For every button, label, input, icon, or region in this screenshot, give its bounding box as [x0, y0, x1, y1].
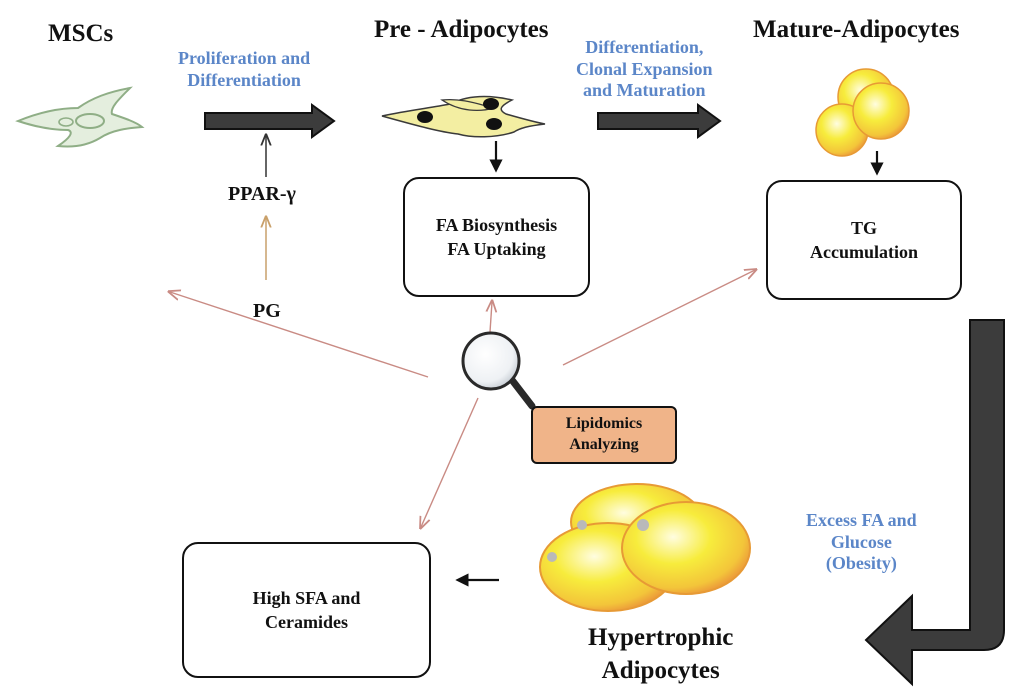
differentiation-line-3: and Maturation	[583, 80, 706, 101]
lens-to-sfa-arrow	[421, 397, 479, 527]
tg-box-line-1: TG	[850, 217, 877, 238]
differentiation-label: Differentiation, Clonal Expansion and Ma…	[576, 37, 713, 102]
lens-to-tg-arrow	[562, 270, 755, 366]
tg-box: TG Accumulation	[766, 180, 962, 300]
obesity-arrow	[864, 319, 1005, 687]
fa-box: FA Biosynthesis FA Uptaking	[403, 177, 590, 297]
proliferation-label: Proliferation and Differentiation	[178, 48, 310, 91]
differentiation-line-2: Clonal Expansion	[576, 58, 713, 79]
excess-line-3: (Obesity)	[825, 553, 897, 574]
hypertrophic-line-1: Hypertrophic	[588, 624, 734, 651]
differentiation-arrow	[597, 103, 722, 139]
pg-label: PG	[253, 300, 281, 322]
magnifier-icon	[461, 331, 536, 410]
sfa-box-line-1: High SFA and	[252, 587, 361, 608]
lens-to-pg-arrow	[170, 292, 429, 378]
excess-line-2: Glucose	[830, 531, 892, 552]
hypertrophic-label: Hypertrophic Adipocytes	[588, 622, 733, 687]
excess-line-1: Excess FA and	[806, 510, 917, 530]
ppar-gamma-label: PPAR-γ	[228, 183, 296, 205]
msc-cell-icon	[15, 86, 145, 148]
mature-adipocytes-icon	[815, 68, 910, 157]
excess-label: Excess FA and Glucose (Obesity)	[806, 510, 917, 575]
lens-arrows	[170, 270, 755, 527]
mature-adipocytes-title: Mature-Adipocytes	[753, 16, 960, 43]
lipidomics-line-2: Analyzing	[569, 436, 639, 453]
proliferation-arrow	[204, 103, 336, 139]
differentiation-line-1: Differentiation,	[585, 37, 704, 57]
tg-box-line-2: Accumulation	[810, 242, 918, 262]
hypertrophic-adipocytes-icon	[539, 483, 751, 612]
sfa-box-line-2: Ceramides	[265, 612, 348, 632]
hypertrophic-line-2: Adipocytes	[601, 656, 720, 684]
proliferation-line-1: Proliferation and	[178, 48, 311, 68]
pre-adipocytes-title: Pre - Adipocytes	[374, 16, 549, 43]
proliferation-line-2: Differentiation	[187, 69, 301, 90]
sfa-box: High SFA and Ceramides	[182, 542, 431, 678]
fa-box-line-2: FA Uptaking	[447, 239, 546, 259]
lens-to-fa-arrow	[490, 302, 492, 333]
fa-box-line-1: FA Biosynthesis	[435, 214, 558, 235]
mscs-title: MSCs	[48, 20, 114, 47]
lipidomics-line-1: Lipidomics	[565, 415, 643, 433]
pre-adipocyte-cells-icon	[381, 95, 546, 138]
lipidomics-box: Lipidomics Analyzing	[531, 406, 677, 464]
